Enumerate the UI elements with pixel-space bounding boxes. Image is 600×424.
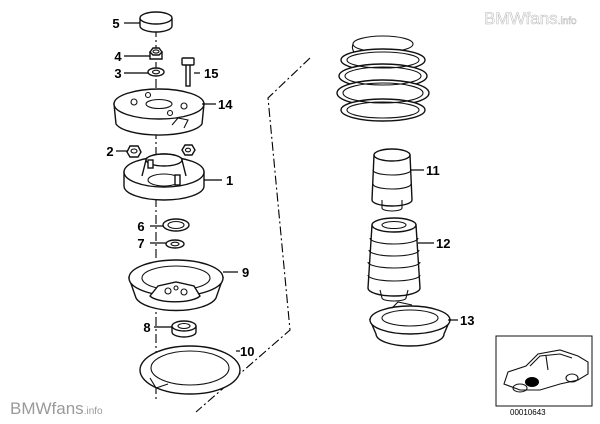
label-part-12: 12 (436, 236, 450, 251)
highlight-marker (525, 377, 539, 387)
part-3-washer (147, 67, 165, 77)
label-part-1: 1 (226, 173, 233, 188)
label-part-13: 13 (460, 313, 474, 328)
part-2-nut (126, 144, 196, 158)
label-part-5: 5 (112, 16, 119, 31)
label-part-2: 2 (106, 144, 113, 159)
label-part-8: 8 (143, 320, 150, 335)
label-part-7: 7 (137, 236, 144, 251)
label-part-14: 14 (218, 97, 233, 112)
part-8-bearing (171, 320, 197, 338)
part-7-washer (165, 239, 185, 249)
label-part-15: 15 (204, 66, 218, 81)
inset-reference: 00010643 (510, 408, 546, 417)
part-14-mount-plate (113, 88, 205, 136)
part-9-spring-seat (128, 259, 224, 312)
label-part-10: 10 (240, 344, 254, 359)
coil-spring (336, 35, 430, 122)
inset-car-location: 00010643 (495, 335, 593, 417)
watermark-top: BMWfans.info (484, 9, 577, 28)
part-11-bump-stop (371, 148, 413, 212)
label-part-3: 3 (114, 66, 121, 81)
part-10-spring-pad (139, 345, 241, 395)
part-1-strut-mount (123, 153, 205, 201)
part-12-protective-boot (367, 217, 421, 302)
center-line-right (195, 57, 311, 413)
part-15-bolt (181, 57, 195, 87)
part-4-nut (149, 47, 163, 60)
label-part-4: 4 (114, 49, 122, 64)
label-part-9: 9 (242, 265, 249, 280)
leader-lines (116, 22, 458, 352)
label-part-11: 11 (426, 163, 440, 178)
label-part-6: 6 (137, 219, 144, 234)
part-13-lower-spring-pad (368, 301, 452, 347)
watermark-bottom: BMWfans.info (10, 399, 103, 418)
part-5-cap (139, 11, 173, 33)
part-6-ring (162, 218, 190, 232)
